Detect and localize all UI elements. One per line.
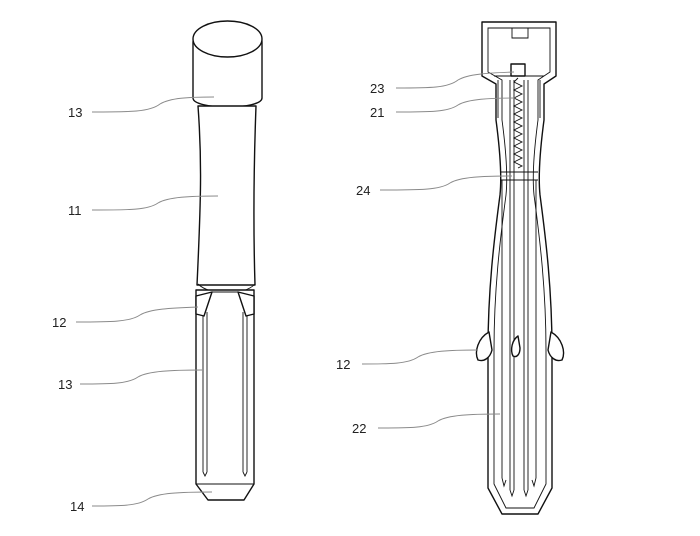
barrel bbox=[195, 289, 255, 501]
left-device-view bbox=[192, 20, 263, 501]
right-reference-labels: 23 21 24 12 22 bbox=[336, 81, 384, 436]
ref-label-12-wing: 12 bbox=[336, 357, 350, 372]
leader-line bbox=[91, 96, 215, 113]
ref-label-24-collar: 24 bbox=[356, 183, 370, 198]
right-leader-lines bbox=[361, 71, 517, 429]
leader-line bbox=[395, 71, 515, 89]
leader-line bbox=[395, 97, 517, 113]
collar bbox=[500, 171, 538, 181]
ref-label-11-body: 11 bbox=[68, 203, 82, 218]
ref-label-13-cap: 13 bbox=[68, 105, 82, 120]
top-notch bbox=[511, 28, 529, 39]
interior-rods bbox=[501, 80, 537, 498]
leader-line bbox=[379, 175, 513, 191]
leader-line bbox=[361, 349, 479, 365]
outer-casing bbox=[481, 21, 557, 515]
cap bbox=[192, 20, 263, 108]
left-leader-lines bbox=[75, 96, 219, 507]
section-wings bbox=[475, 331, 565, 362]
left-reference-labels: 13 11 12 13 14 bbox=[52, 105, 84, 514]
inner-casing bbox=[487, 27, 551, 509]
leader-line bbox=[75, 306, 199, 323]
ref-label-23-pin-head: 23 bbox=[370, 81, 384, 96]
right-device-section bbox=[475, 21, 565, 515]
ref-label-22-rod: 22 bbox=[352, 421, 366, 436]
ref-label-14-tip: 14 bbox=[70, 499, 84, 514]
handle-body bbox=[196, 105, 257, 294]
leader-line bbox=[91, 491, 213, 507]
leader-line bbox=[91, 195, 219, 211]
spring bbox=[512, 77, 524, 169]
flange-wings bbox=[195, 291, 255, 317]
leader-line bbox=[79, 369, 203, 385]
ref-label-21-spring: 21 bbox=[370, 105, 384, 120]
leader-line bbox=[377, 413, 501, 429]
ref-label-12-wing: 12 bbox=[52, 315, 66, 330]
pin-head bbox=[510, 63, 526, 77]
ref-label-13-barrel: 13 bbox=[58, 377, 72, 392]
